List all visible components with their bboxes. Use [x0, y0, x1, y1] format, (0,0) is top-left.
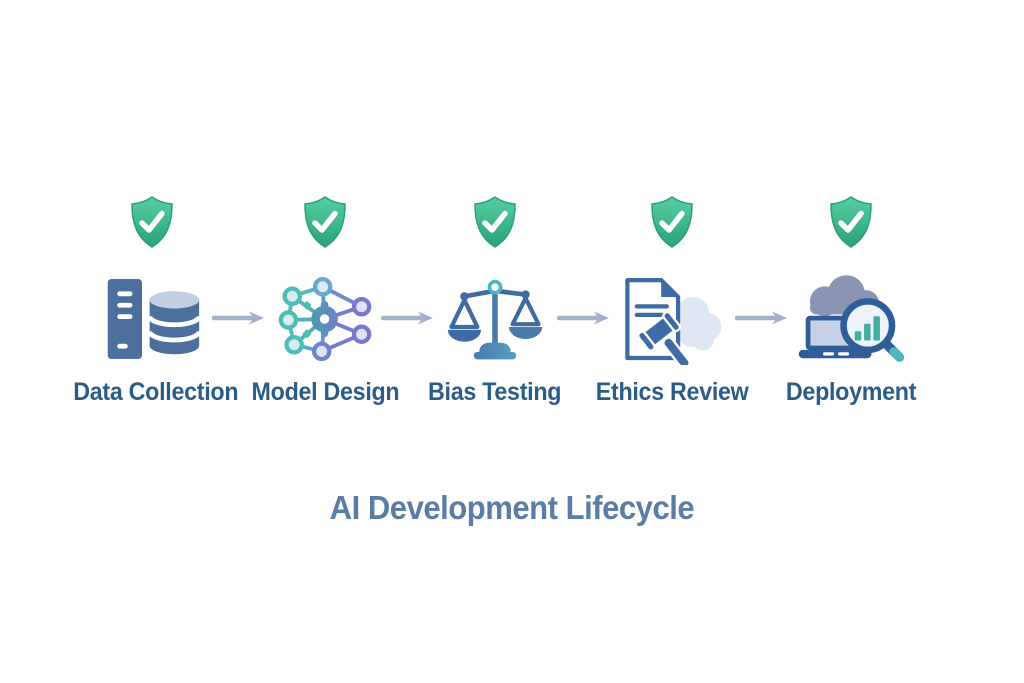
stage-ethics-review: Ethics Review	[587, 196, 757, 407]
stage-model-design: Model Design	[240, 196, 410, 407]
flow-arrow-icon	[557, 311, 609, 325]
diagram-title: AI Development Lifecycle	[0, 489, 1024, 527]
stage-bias-testing: Bias Testing	[410, 196, 580, 407]
shield-check-icon	[304, 196, 346, 248]
shield-check-icon	[131, 196, 173, 248]
server-database-icon	[107, 279, 202, 360]
balance-scale-icon	[447, 279, 543, 360]
flow-arrow-icon	[735, 311, 787, 325]
stage-data-collection: Data Collection	[67, 196, 239, 407]
shield-check-icon	[474, 196, 516, 248]
laptop-magnifier-cloud-icon	[798, 275, 905, 362]
flow-arrow-icon	[212, 311, 264, 325]
shield-check-icon	[830, 196, 872, 248]
document-gavel-icon	[625, 277, 722, 365]
stage-label: Ethics Review	[595, 378, 749, 406]
neural-network-icon	[278, 277, 371, 362]
shield-check-icon	[651, 196, 693, 248]
diagram-title-text: AI Development Lifecycle	[329, 489, 695, 526]
flow-arrow-icon	[381, 311, 433, 325]
stage-label: Bias Testing	[428, 378, 562, 406]
stage-deployment: Deployment	[766, 196, 936, 407]
stage-label: Data Collection	[73, 378, 239, 406]
stage-label: Deployment	[785, 378, 917, 406]
stage-label: Model Design	[251, 378, 399, 406]
